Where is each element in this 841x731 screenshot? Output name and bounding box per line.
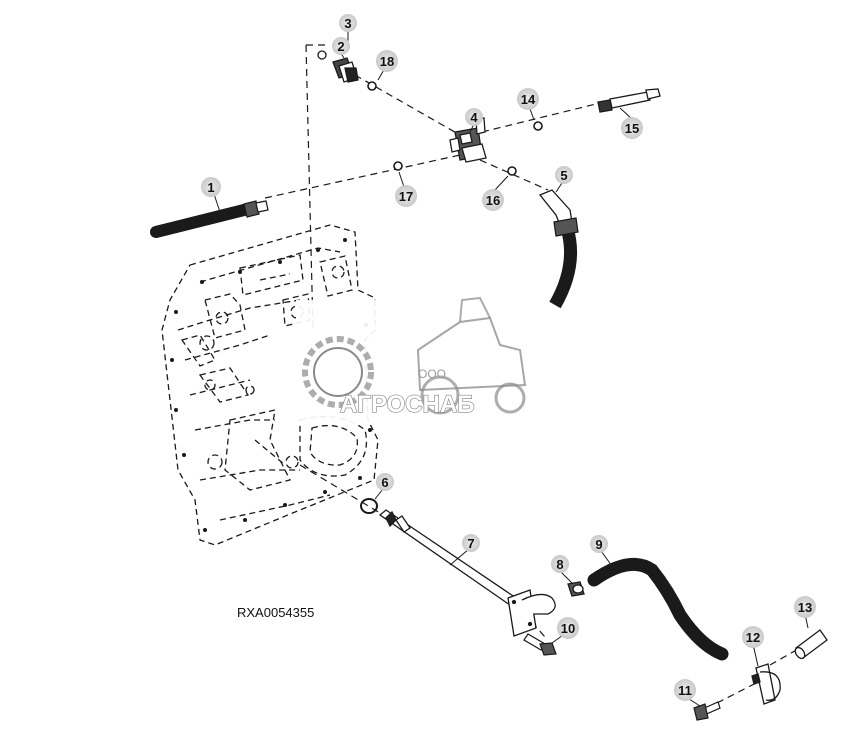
watermark-prefix: ООО — [418, 367, 446, 381]
svg-text:18: 18 — [380, 54, 394, 69]
callout-7: 7 — [462, 534, 480, 552]
callout-16: 16 — [482, 189, 504, 211]
svg-text:6: 6 — [381, 475, 388, 490]
hose-part-9 — [587, 557, 729, 661]
callout-13: 13 — [794, 596, 816, 618]
callout-3: 3 — [339, 14, 357, 32]
svg-text:14: 14 — [521, 92, 536, 107]
callout-5: 5 — [555, 166, 573, 184]
o-ring-part-17 — [393, 161, 403, 171]
svg-text:4: 4 — [470, 110, 478, 125]
callout-9: 9 — [590, 535, 608, 553]
callout-17: 17 — [395, 185, 417, 207]
hose-part-1 — [150, 200, 269, 238]
gear-and-combine-harvester-icon — [302, 296, 527, 415]
svg-text:12: 12 — [746, 630, 760, 645]
figure-id: RXA0054355 — [237, 605, 314, 620]
svg-text:7: 7 — [467, 536, 474, 551]
svg-text:1: 1 — [207, 180, 214, 195]
callout-11: 11 — [674, 679, 696, 701]
callout-1: 1 — [201, 177, 221, 197]
fitting-part-2-3 — [317, 50, 359, 83]
callout-4: 4 — [465, 108, 483, 126]
hose-part-5 — [538, 189, 579, 309]
svg-text:16: 16 — [486, 193, 500, 208]
svg-text:15: 15 — [625, 121, 639, 136]
sleeve-part-13 — [794, 629, 828, 660]
watermark: ООО АГРОСНАБ — [296, 296, 536, 425]
svg-text:9: 9 — [595, 537, 602, 552]
clamp-part-12 — [751, 663, 781, 705]
svg-text:11: 11 — [678, 683, 692, 698]
svg-text:10: 10 — [561, 621, 575, 636]
o-ring-part-18 — [367, 81, 377, 91]
bolt-part-11 — [693, 701, 721, 721]
callout-2: 2 — [332, 37, 350, 55]
svg-text:13: 13 — [798, 600, 812, 615]
callout-12: 12 — [742, 626, 764, 648]
watermark-company-name: АГРОСНАБ — [340, 391, 475, 418]
svg-text:3: 3 — [344, 16, 351, 31]
svg-text:5: 5 — [560, 168, 567, 183]
svg-text:8: 8 — [556, 557, 563, 572]
callout-8: 8 — [551, 555, 569, 573]
callout-10: 10 — [557, 617, 579, 639]
o-ring-part-14 — [533, 121, 543, 131]
callout-14: 14 — [517, 88, 539, 110]
transmission-housing — [161, 224, 379, 546]
tee-fitting-part-4 — [449, 117, 487, 163]
svg-text:17: 17 — [399, 189, 413, 204]
svg-text:2: 2 — [337, 39, 344, 54]
callout-15: 15 — [621, 117, 643, 139]
o-ring-part-6 — [360, 498, 378, 514]
callout-6: 6 — [376, 473, 394, 491]
tube-assembly-part-7 — [378, 509, 556, 637]
bolt-part-10 — [523, 633, 557, 656]
callout-18: 18 — [376, 50, 398, 72]
o-ring-part-16 — [507, 166, 517, 176]
fitting-part-8 — [567, 581, 585, 597]
tube-part-15 — [597, 88, 661, 113]
